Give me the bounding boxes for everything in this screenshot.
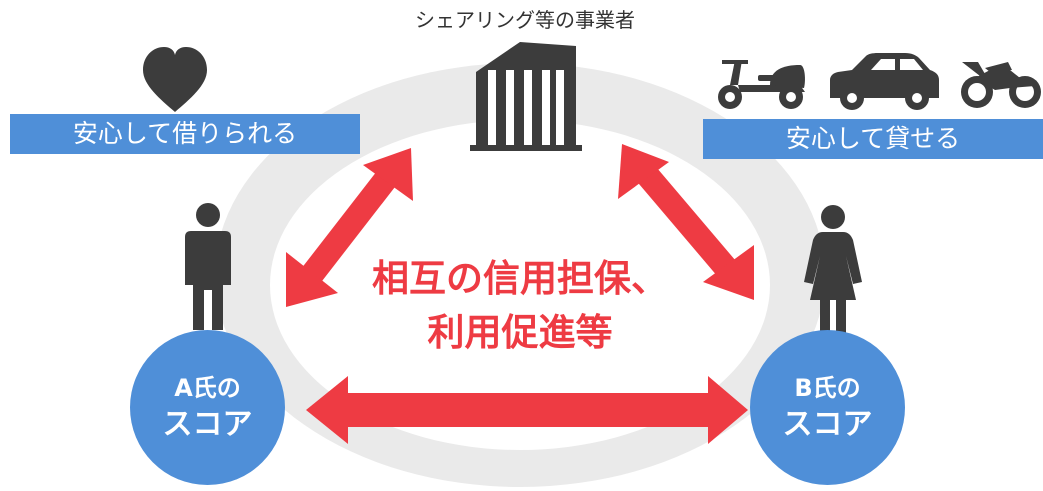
arrow-left-diagonal [286, 148, 413, 307]
center-line-1: 相互の信用担保、 [372, 257, 668, 300]
motorcycle-icon [961, 62, 1041, 108]
lend-safely-banner: 安心して貸せる [703, 119, 1043, 159]
arrow-right-diagonal [618, 144, 754, 300]
center-line-2: 利用促進等 [427, 311, 613, 354]
score-b-circle: B氏の スコア [750, 330, 905, 485]
score-b-line-1: B氏の [794, 373, 861, 402]
building-icon [470, 42, 582, 151]
mutual-credit-text: 相互の信用担保、 利用促進等 [355, 252, 685, 360]
score-a-line-2: スコア [162, 406, 253, 442]
person-right-icon [804, 205, 862, 334]
score-a-circle: A氏の スコア [130, 330, 285, 485]
score-b-line-2: スコア [782, 406, 873, 442]
provider-label: シェアリング等の事業者 [415, 8, 635, 32]
score-a-line-1: A氏の [174, 373, 241, 402]
car-icon [830, 53, 939, 110]
person-left-icon [185, 203, 231, 330]
heart-icon [143, 47, 207, 112]
background-ring [215, 63, 825, 487]
arrow-horizontal [306, 376, 748, 444]
scooter-icon [718, 60, 805, 109]
borrow-safely-banner: 安心して借りられる [10, 114, 360, 154]
